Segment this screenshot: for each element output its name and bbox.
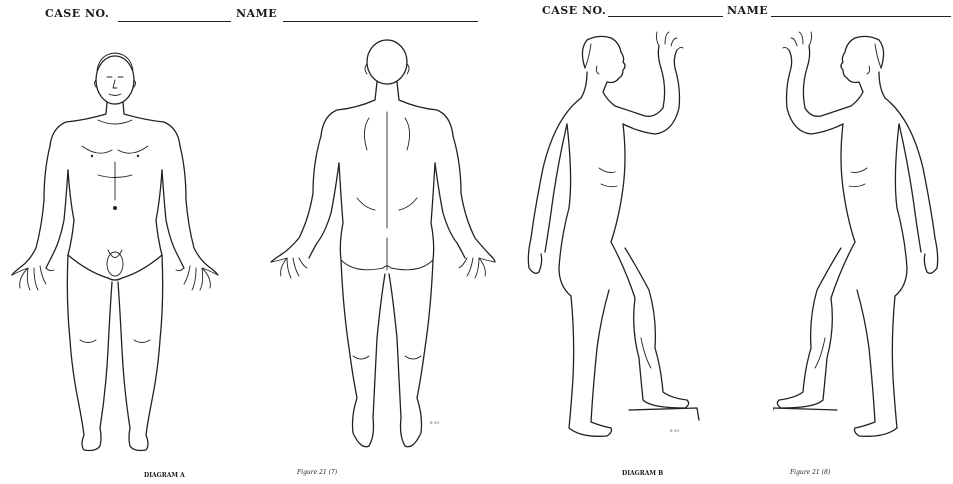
name-line-a	[283, 21, 478, 22]
case-no-label-a: CASE NO.	[45, 7, 109, 20]
case-no-line-a	[118, 21, 231, 22]
name-label-a: NAME	[236, 7, 277, 20]
diagram-a-tiny-mark: 8-19	[430, 420, 439, 425]
body-back-view	[265, 38, 497, 463]
body-right-side-view	[773, 28, 953, 448]
body-left-side-view	[515, 28, 715, 448]
diagram-a-caption: DIAGRAM A	[144, 472, 185, 479]
case-no-label-b: CASE NO.	[542, 4, 606, 17]
diagram-a-sheet: CASE NO. NAME	[0, 0, 500, 484]
body-front-view	[8, 50, 223, 460]
diagram-a-figure-ref: Figure 21 (7)	[297, 469, 337, 476]
name-label-b: NAME	[727, 4, 768, 17]
diagram-b-sheet: CASE NO. NAME	[505, 0, 953, 484]
case-no-line-b	[608, 16, 723, 17]
name-line-b	[771, 16, 951, 17]
diagram-b-caption: DIAGRAM B	[622, 470, 663, 477]
diagram-b-figure-ref: Figure 21 (8)	[790, 469, 830, 476]
diagram-b-tiny-mark: 8-19	[670, 428, 679, 433]
